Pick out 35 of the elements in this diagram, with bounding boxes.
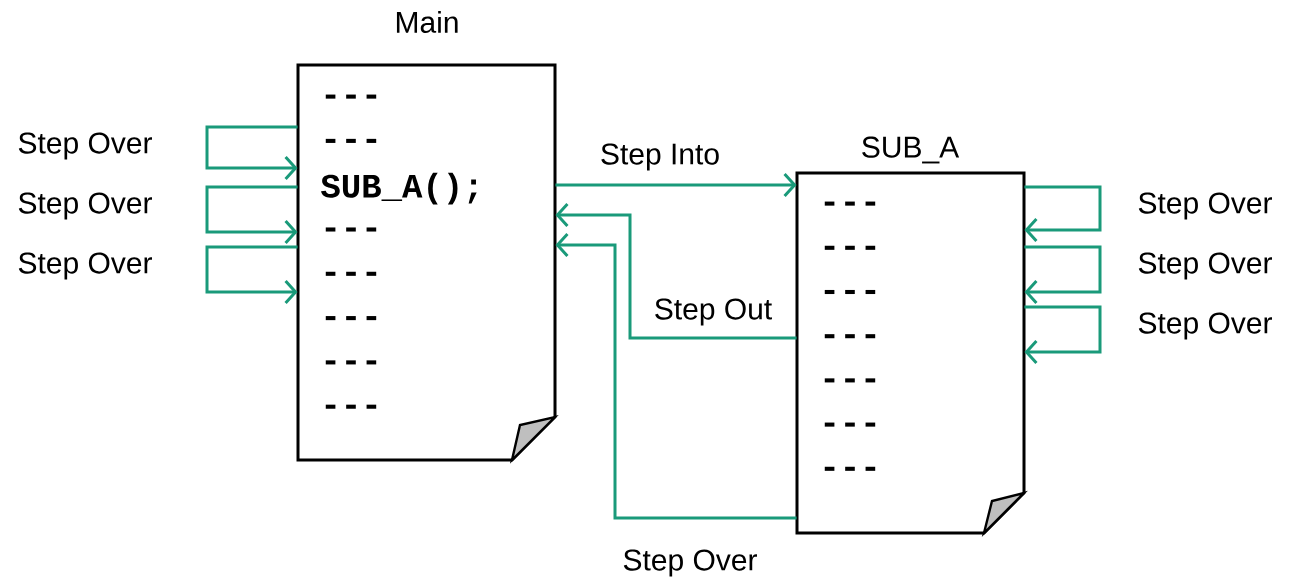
arrow	[1024, 185, 1102, 242]
edge-label: Step Out	[651, 296, 775, 328]
code-line: ---	[325, 94, 377, 99]
edge-label: Step Over	[15, 190, 155, 222]
code-line: ---	[824, 245, 876, 250]
edge-label: Step Over	[620, 547, 760, 579]
arrow	[555, 172, 797, 197]
arrow	[205, 245, 298, 304]
code-line: ---	[325, 138, 377, 143]
code-line: ---	[824, 201, 876, 206]
arrow	[205, 185, 298, 244]
edge-label: Step Over	[15, 250, 155, 282]
code-line: ---	[824, 422, 876, 427]
arrow	[555, 233, 797, 520]
document-title: Main	[396, 11, 458, 33]
code-line: ---	[325, 271, 377, 276]
edge-label: Step Over	[1135, 250, 1275, 282]
arrow	[1024, 305, 1102, 364]
code-line: ---	[325, 404, 377, 409]
arrow	[205, 125, 298, 180]
code-line: ---	[325, 316, 377, 321]
edge-label: Step Into	[597, 141, 723, 173]
code-line: ---	[824, 378, 876, 383]
code-line: ---	[824, 334, 876, 339]
code-line: ---	[325, 227, 377, 232]
code-line: ---	[824, 289, 876, 295]
edge-label: Step Over	[1135, 310, 1275, 342]
code-line: ---	[325, 360, 377, 365]
code-line: ---	[824, 466, 876, 471]
arrow	[1024, 245, 1102, 304]
edge-label: Step Over	[1135, 190, 1275, 222]
code-line: SUB_A();	[321, 172, 477, 205]
document-title: SUB_A	[862, 136, 960, 164]
arrow	[555, 203, 797, 340]
edge-label: Step Over	[15, 130, 155, 162]
